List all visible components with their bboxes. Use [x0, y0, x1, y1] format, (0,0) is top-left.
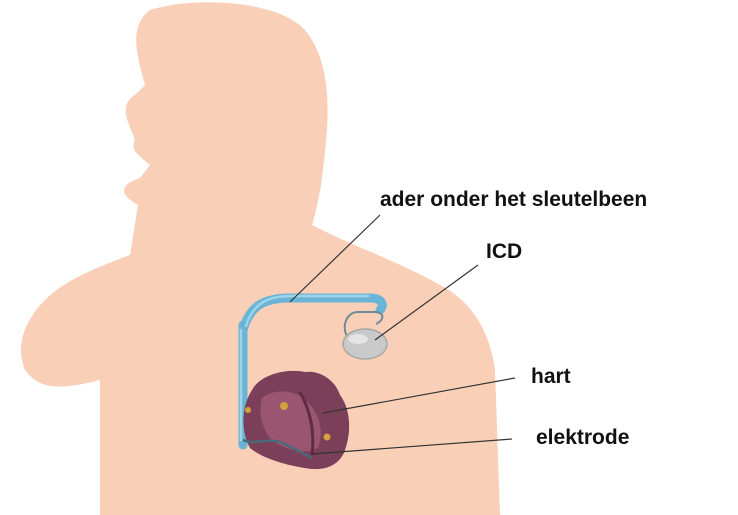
icd-device-shine — [348, 334, 368, 344]
label-icd: ICD — [486, 240, 522, 263]
heart-fat-3 — [245, 407, 251, 413]
icd-device — [343, 329, 387, 359]
heart-fat-2 — [324, 434, 331, 441]
label-heart: hart — [531, 365, 571, 388]
label-electrode: elektrode — [536, 426, 629, 449]
heart-fat-1 — [280, 402, 288, 410]
label-vein: ader onder het sleutelbeen — [380, 188, 647, 211]
